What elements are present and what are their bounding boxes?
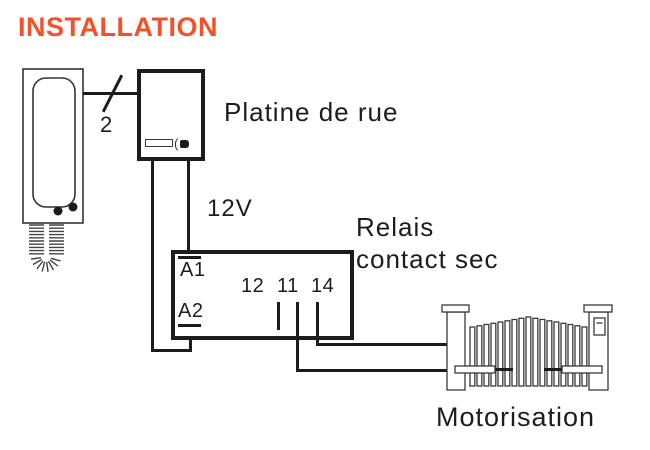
street-plate-label: Platine de rue [224, 97, 399, 127]
wire-terminal14-to-gate [316, 343, 452, 346]
supply-voltage-label: 12V [207, 195, 253, 222]
gate-motor-right [561, 365, 603, 374]
street-plate-box: ( [137, 69, 205, 161]
terminal-11-pin [296, 302, 299, 372]
terminal-a1-label: A1 [180, 259, 206, 281]
relay-box [171, 250, 354, 340]
terminal-14-pin [316, 302, 319, 346]
wire-platine-left-down [151, 158, 154, 352]
handset-cord-icon [29, 224, 64, 272]
gate-motor-left [454, 365, 496, 374]
terminal-12-pin [277, 302, 280, 330]
terminal-a1-bar [178, 256, 201, 259]
motorisation-label: Motorisation [436, 402, 596, 432]
wire-platine-to-a1 [187, 158, 190, 259]
wire-count-label: 2 [100, 112, 114, 137]
gate-icon [441, 304, 613, 391]
speaker-slot-icon [145, 139, 173, 147]
wire-terminal11-to-gate [296, 369, 452, 372]
handset-icon [22, 68, 84, 272]
terminal-11-label: 11 [277, 275, 299, 297]
relay-label: Relais contact sec [356, 211, 499, 275]
terminal-a2-bar [178, 324, 201, 327]
speaker-curve-icon: ( [174, 136, 179, 151]
wire-bottom-jog [151, 349, 192, 352]
terminal-14-label: 14 [311, 275, 335, 297]
gate-left-pillar [446, 311, 466, 391]
call-button-icon [180, 140, 189, 148]
terminal-a2-label: A2 [178, 300, 204, 322]
relay-label-line2: contact sec [356, 244, 499, 274]
relay-label-line1: Relais [356, 212, 435, 242]
gate-keypad-icon [593, 317, 606, 336]
terminal-12-label: 12 [241, 275, 265, 297]
page-title: INSTALLATION [18, 12, 218, 42]
